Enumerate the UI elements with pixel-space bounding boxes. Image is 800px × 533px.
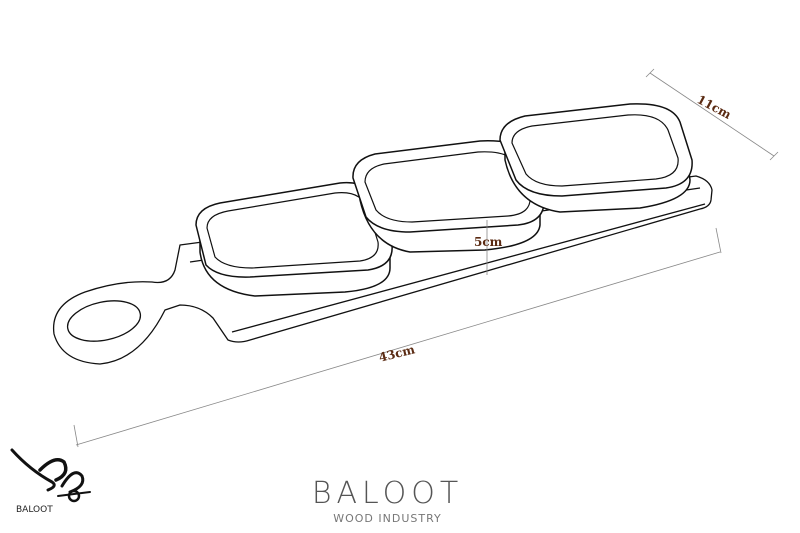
brand-name: BALOOT — [311, 476, 464, 511]
width-tick-end — [769, 151, 779, 161]
length-tick-start — [73, 424, 79, 448]
width-dimension-line — [649, 72, 775, 157]
board-bottom-edge — [231, 203, 706, 333]
bowl-3-rim — [499, 103, 693, 197]
height-dimension-label: 5cm — [474, 235, 503, 249]
bowl-3 — [499, 103, 693, 213]
logo-dot — [67, 489, 81, 503]
logo-stroke-4 — [57, 491, 91, 497]
length-tick-end — [715, 227, 722, 254]
bowl-1 — [195, 181, 393, 297]
bowl-2 — [352, 140, 545, 253]
logo-stroke-3 — [60, 471, 85, 494]
width-tick-start — [645, 68, 655, 78]
handle-hole — [66, 300, 142, 342]
bowl-1-inner — [206, 192, 379, 269]
logo-stroke-2 — [38, 458, 68, 482]
bowl-3-inner — [511, 114, 679, 187]
brand-tagline: WOOD INDUSTRY — [333, 512, 442, 525]
length-dimension-label: 43cm — [377, 342, 416, 365]
bowls — [195, 103, 693, 297]
logo-text: BALOOT — [16, 505, 53, 515]
brand-logo — [10, 448, 91, 503]
dimension-lines — [73, 68, 779, 448]
logo-stroke-1 — [10, 448, 56, 492]
length-dimension-line — [75, 251, 721, 446]
width-dimension-label: 11cm — [695, 92, 734, 122]
